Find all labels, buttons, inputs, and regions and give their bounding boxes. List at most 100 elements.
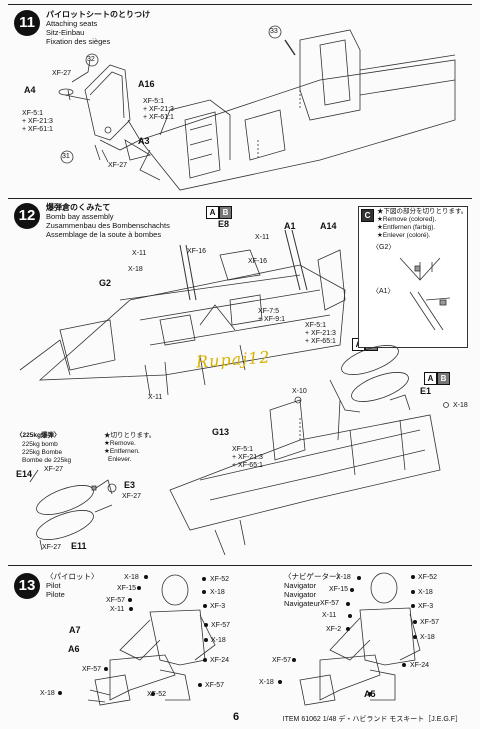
pilot-title-fr: Pilote [46,590,65,599]
page-footer: 6 ITEM 61062 1/48 デ・ハビランド モスキート［J.E.G.F］ [0,711,480,727]
color-xf27-label-a: XF-27 [52,70,72,77]
color-x18-label-a: X-18 [128,266,143,273]
pilot-x18-c: X-18 [210,589,225,596]
navigator-figure-drawing [299,572,421,706]
tag-a-top: A [206,206,219,219]
step-12-panel [8,198,472,563]
navigator-title: 〈ナビゲーター〉 Navigator Navigator Navigateur [284,572,344,608]
bomb-cut-fr: Enlever. [108,456,132,463]
pilot-xf24: XF-24 [210,657,230,664]
callout-c-en: ★Remove (colored). [377,216,437,223]
step-13-panel [8,565,472,711]
step-11-title-en: Attaching seats [46,19,98,28]
bomb-xf27-label-b: XF-27 [122,493,142,500]
nav-xf24: XF-24 [410,662,430,669]
nav-x18-c: X-18 [418,589,433,596]
part-a7-label: A7 [69,625,81,635]
color-mix-label-left: XF-5:1 + XF-21:3 + XF-61:1 [22,110,53,133]
step-11-title-jp: パイロットシートのとりつけ [46,10,151,19]
color-mix-label-b: XF-5:1 + XF-21:3 + XF-65:1 [232,446,263,469]
step-11-title-fr: Fixation des sièges [46,37,111,46]
pilot-xf52-b: XF-52 [147,691,167,698]
color-x11-label-b: X-11 [255,234,270,241]
step-12-title-de: Zusammenbau des Bombenschachts [46,221,170,230]
pilot-xf52-a: XF-52 [210,576,230,583]
bomb-cut-jp: ★切りとります。 [104,432,156,439]
callout-c-de: ★Entfernen (farbig). [377,224,436,231]
part-a3-label: A3 [138,136,150,146]
pilot-title-en: Pilot [46,581,61,590]
callout-c-g2: 〈G2〉 [372,244,396,251]
nav-xf57-b: XF-57 [272,657,292,664]
callout-c-jp: ★下図の部分を切りとります。 [377,208,468,215]
nav-xf52-a: XF-52 [418,574,438,581]
color-xf16-label-a: XF-16 [187,248,207,255]
pilot-xf15: XF-15 [117,585,137,592]
part-31-label: 31 [62,153,70,160]
pilot-x18-a: X-18 [124,574,139,581]
callout-c-fr: ★Enlever (coloré). [377,232,431,239]
part-33-label: 33 [270,28,278,35]
part-e1-label: E1 [420,386,432,396]
callout-c-letter: C [361,209,374,222]
nav-xf15: XF-15 [329,586,349,593]
nav-x18-b: X-18 [259,679,274,686]
step-11-panel [8,4,472,195]
navigator-title-jp: 〈ナビゲーター〉 [284,572,344,581]
color-xf16-label-b: XF-16 [248,258,268,265]
color-mix-label-a: XF-5:1 + XF-21:3 + XF-65:1 [305,322,336,345]
pilot-title-jp: 〈パイロット〉 [46,572,99,581]
item-code: ITEM 61062 1/48 デ・ハビランド モスキート［J.E.G.F］ [282,716,462,723]
color-x18-label-b: X-18 [453,402,468,409]
nav-x11: X-11 [322,612,337,619]
color-xf27-label-b: XF-27 [108,162,128,169]
bomb-title-fr: Bombe de 225kg [22,457,72,464]
color-mix-label-right: XF-5:1 + XF-21:3 + XF-61:1 [143,98,174,121]
part-a14-label: A14 [320,221,337,231]
part-e8-label: E8 [218,219,230,229]
step-12-title: 爆弾倉のくみたて Bomb bay assembly Zusammenbau d… [46,203,170,239]
bomb-title-jp: 〈225kg爆弾〉 [16,432,61,439]
pilot-xf3: XF-3 [210,603,226,610]
pilot-x18-b: X-18 [40,690,55,697]
part-g2-label: G2 [99,278,112,288]
color-xf75-label: XF-7:5 + XF-9:1 [258,308,286,323]
navigator-title-en: Navigator [284,581,317,590]
step-13-number: 13 [14,573,40,599]
part-a16-label: A16 [138,79,155,89]
tag-b-top: B [219,206,232,219]
bomb-bay-bombs-drawing [169,345,449,556]
part-a1-label: A1 [284,221,296,231]
part-e11-label: E11 [71,541,87,551]
pilot-figure-drawing [87,574,216,706]
color-x10-label: X-10 [292,388,307,395]
bomb-bay-assembly-drawing [19,229,346,396]
part-a6-label: A6 [68,644,80,654]
bomb-title-de: 225kg Bombe [22,449,63,456]
step-11-number: 11 [14,10,40,36]
bomb-xf27-label-c: XF-27 [42,544,62,551]
part-e14-label: E14 [16,469,33,479]
part-a5-label: A5 [364,689,376,699]
pilot-x18-d: X-18 [211,637,226,644]
pilot-xf57-c: XF-57 [211,622,231,629]
navigator-title-de: Navigator [284,590,317,599]
step-12-title-fr: Assemblage de la soute à bombes [46,230,162,239]
part-e3-label: E3 [124,480,136,490]
step-12-number: 12 [14,203,40,229]
nav-x18-a: X-18 [336,574,351,581]
bomb-cut-de: ★Entfernen. [104,448,140,455]
pilot-xf57-a: XF-57 [106,597,126,604]
pilot-x11: X-11 [110,606,125,613]
nav-xf3: XF-3 [418,603,434,610]
part-a4-label: A4 [24,85,36,95]
nav-xf57-a: XF-57 [320,600,340,607]
tag-b-e1: B [437,372,450,385]
callout-c-sketch [399,257,451,331]
navigator-title-fr: Navigateur [284,599,321,608]
pilot-title: 〈パイロット〉 Pilot Pilote [46,572,99,599]
